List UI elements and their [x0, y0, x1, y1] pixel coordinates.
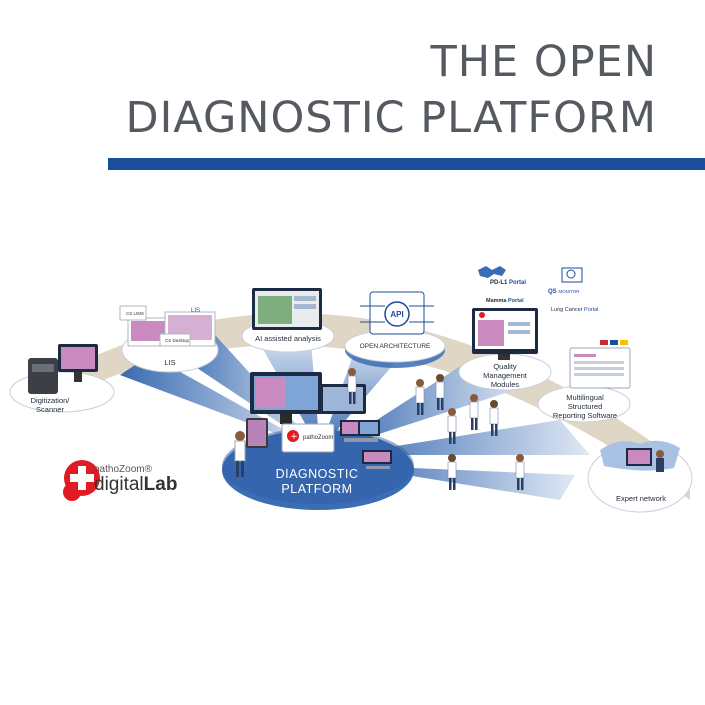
- lis-screen-label: LIS: [191, 308, 200, 314]
- pathozoom-logo-icon: [63, 460, 100, 501]
- qs-monitor-label: QS MONITOR: [548, 289, 580, 295]
- workstations: [340, 420, 392, 469]
- hub-line2: PLATFORM: [281, 482, 353, 496]
- people-figures: [347, 368, 525, 490]
- api-label: API: [390, 310, 403, 319]
- lung-portal-label: Lung Cancer Portal: [551, 307, 598, 313]
- scanner-illustration: [9, 344, 115, 413]
- hub-person-figure: [234, 431, 246, 477]
- hub-monitors: + pathoZoom: [246, 372, 366, 453]
- lis-label: LIS: [164, 358, 176, 367]
- quality-management-label: Quality Management Modules: [483, 362, 527, 389]
- ai-analysis-illustration: [241, 288, 335, 353]
- ai-analysis-label: AI assisted analysis: [255, 334, 321, 343]
- page-title-line1: THE OPEN: [430, 37, 657, 87]
- open-architecture-illustration: API: [344, 291, 446, 368]
- reporting-software-label: Multilingual Structured Reporting Softwa…: [552, 393, 618, 420]
- title-rule: [108, 158, 705, 170]
- pdl1-portal-label: PD-L1 Portal: [490, 280, 526, 286]
- cs-lims-label: CS LIMS: [126, 311, 144, 316]
- lis-illustration: CS LIMS CS Desktop LIS: [119, 305, 219, 373]
- digitization-scanner-label: Digitization/ Scanner: [30, 396, 70, 414]
- open-architecture-label: OPEN ARCHITECTURE: [359, 343, 431, 350]
- mamma-portal-label: Mamma Portal: [486, 298, 524, 304]
- hub-line1: DIAGNOSTIC: [275, 467, 359, 481]
- hub-pathozoom-label: pathoZoom: [303, 435, 333, 441]
- cs-desktop-label: CS Desktop: [165, 338, 190, 343]
- svg-text:+: +: [290, 432, 298, 442]
- diagnostic-platform-label: DIAGNOSTIC PLATFORM: [262, 467, 372, 497]
- quality-management-illustration: PD-L1 Portal Mamma Portal Lung Cancer Po…: [458, 266, 598, 391]
- page-title-line2: DIAGNOSTIC PLATFORM: [125, 93, 657, 143]
- expert-network-label: Expert network: [615, 494, 667, 503]
- reporting-illustration: [537, 340, 631, 423]
- brand-name-small: pathoZoom®: [94, 464, 152, 475]
- expert-network-illustration: [587, 440, 693, 513]
- brand-name-big: digitalLab: [94, 474, 178, 495]
